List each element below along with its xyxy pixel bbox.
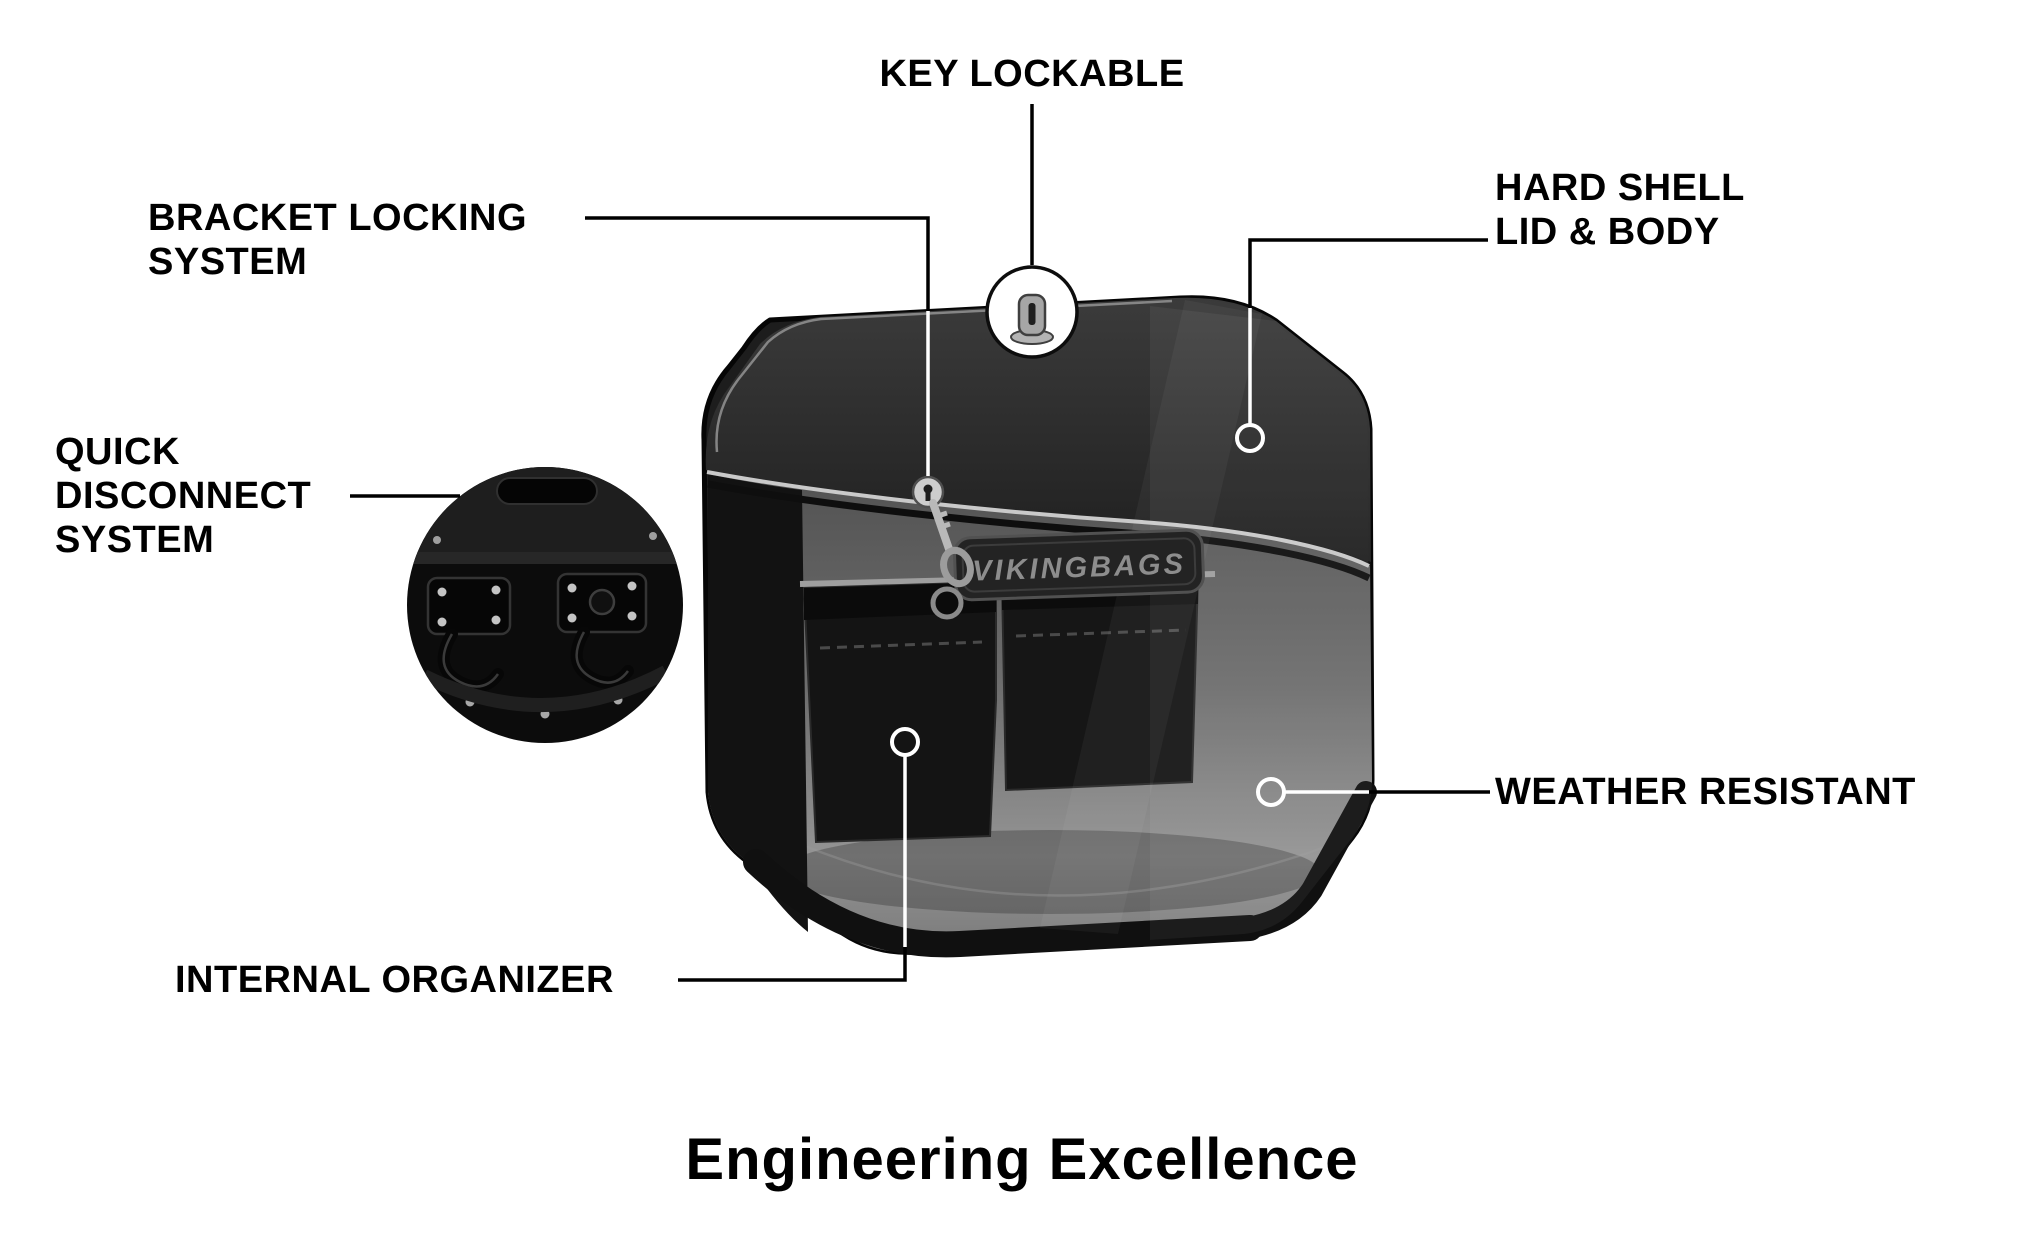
callout-internal-organizer: INTERNAL ORGANIZER [175, 959, 614, 1001]
weather-marker [1256, 777, 1286, 807]
case-bottom-rim-right [1237, 781, 1377, 939]
saddlebag-case: VIKINGBAGS [701, 295, 1377, 958]
quick-disconnect-inset [407, 467, 683, 743]
callout-key-lockable: KEY LOCKABLE [879, 53, 1185, 95]
glass-sheen [1150, 306, 1372, 940]
lock-cylinder-icon [1010, 293, 1054, 345]
diagram-title: Engineering Excellence [685, 1127, 1359, 1192]
callout-quick-disconnect-system: QUICK DISCONNECT SYSTEM [55, 431, 312, 562]
brand-plate: VIKINGBAGS [953, 528, 1205, 602]
case-bottom-rim [743, 849, 1263, 958]
floor-shadow [780, 830, 1320, 914]
brand-logo-text: VIKINGBAGS [972, 548, 1187, 587]
hard-shell-line [1248, 238, 1488, 308]
case-left-wall [708, 474, 808, 932]
lid-seam [706, 470, 1370, 568]
organizer-pocket-left [802, 580, 997, 844]
callout-hard-shell-lid-body: HARD SHELL LID & BODY [1495, 167, 1745, 254]
organizer-line [678, 947, 907, 982]
callout-bracket-locking-system: BRACKET LOCKING SYSTEM [148, 197, 528, 284]
callout-markers [890, 423, 1286, 807]
mount-bracket-right [556, 572, 648, 634]
glass-reflection-band [1040, 300, 1262, 934]
mount-bracket-left [426, 576, 512, 636]
strap [420, 665, 670, 713]
handle-cutout [496, 477, 598, 505]
organizer-marker [890, 727, 920, 757]
bracket-locking-line [585, 216, 930, 311]
key-icon [911, 475, 974, 620]
lid-top-outline [715, 299, 1173, 453]
lock-badge [985, 265, 1079, 359]
connector-lines [350, 104, 1490, 982]
floor-edge-highlight [799, 842, 1329, 897]
callout-weather-resistant: WEATHER RESISTANT [1495, 771, 1916, 813]
hard-shell-marker [1235, 423, 1265, 453]
